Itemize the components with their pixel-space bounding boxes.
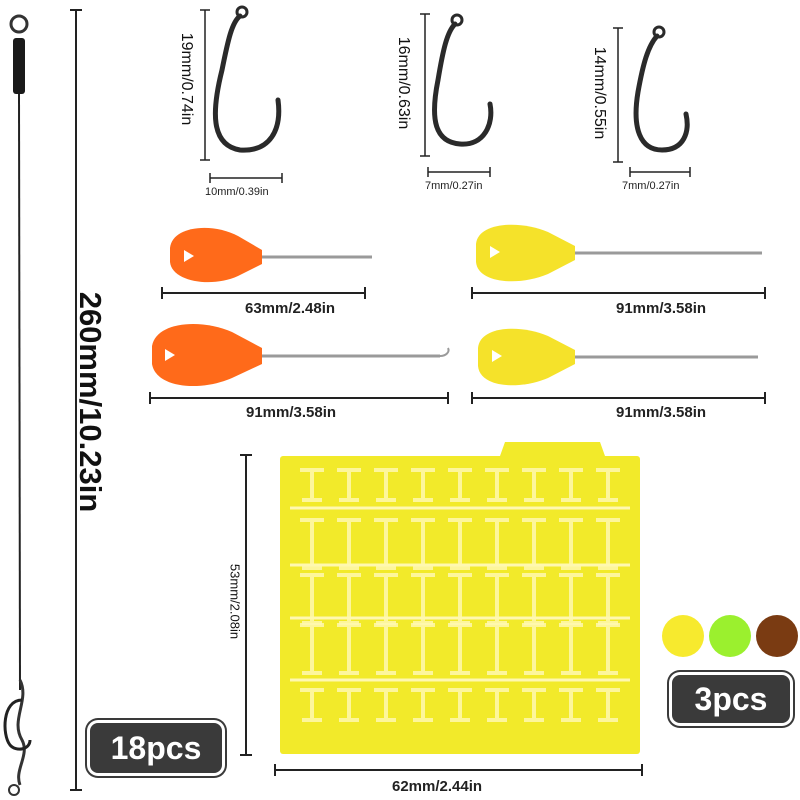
boilie-stop [485,688,509,722]
boilie-stop [522,688,546,722]
boilie-stop [374,623,398,675]
rig-hook [3,698,32,751]
boilie-stop [448,468,472,502]
hook-medium [420,13,494,177]
hair-rig [3,14,32,796]
boilie-stops-sheet [240,442,643,776]
rig-dimension-line [70,9,82,791]
boilie-stop [596,468,620,502]
hook-medium-height-label: 16mm/0.63in [395,36,412,130]
rig-length-label: 260mm/10.23in [73,291,108,513]
boilie-stop [559,518,583,570]
boilie-stop [300,688,324,722]
hook-large [200,5,283,183]
needle-orange-short [161,227,372,299]
boilie-stop [559,623,583,675]
boilie-stop [411,518,435,570]
boilie-stop [411,688,435,722]
needle-2-length-label: 91mm/3.58in [616,300,707,317]
needle-yellow-top [471,224,766,299]
hook-small-width-label: 7mm/0.27in [622,180,680,192]
needle-orange-long [149,323,450,404]
hook-small [613,25,691,177]
boilie-stop [374,688,398,722]
color-swatch-yellow [662,615,704,657]
needle-4-length-label: 91mm/3.58in [616,404,707,421]
stops-width-label: 62mm/2.44in [392,778,483,795]
needle-yellow-bottom [471,328,766,404]
boilie-stop [374,468,398,502]
boilie-stop [522,518,546,570]
boilie-stop [559,688,583,722]
rig-count-badge: 18pcs [90,723,222,773]
rig-sleeve [13,38,25,94]
boilie-stop [485,518,509,570]
boilie-stop [522,468,546,502]
needle-3-length-label: 91mm/3.58in [246,404,337,421]
boilie-stop [596,623,620,675]
needle-1-length-label: 63mm/2.48in [245,300,336,317]
boilie-stop [448,518,472,570]
boilie-stop [337,468,361,502]
stop-count-badge: 3pcs [672,675,790,723]
boilie-stop [374,518,398,570]
boilie-stop [448,623,472,675]
hook-large-width-label: 10mm/0.39in [205,186,269,198]
boilie-stop [559,468,583,502]
boilie-stop [485,468,509,502]
boilie-stop [300,623,324,675]
boilie-stop [596,518,620,570]
boilie-stop [411,468,435,502]
color-swatch-brown [756,615,798,657]
boilie-stop [300,468,324,502]
boilie-stop [337,518,361,570]
hook-small-height-label: 14mm/0.55in [591,46,608,140]
rig-swivel [9,14,29,34]
boilie-stop [337,688,361,722]
color-swatch-green [709,615,751,657]
stops-height-label: 53mm/2.08in [227,563,243,640]
boilie-stop [448,688,472,722]
hook-medium-width-label: 7mm/0.27in [425,180,483,192]
boilie-stop [411,623,435,675]
boilie-stop [337,623,361,675]
boilie-stop [596,688,620,722]
boilie-stop [300,518,324,570]
hook-large-height-label: 19mm/0.74in [178,32,195,126]
boilie-stop [485,623,509,675]
boilie-stop [522,623,546,675]
